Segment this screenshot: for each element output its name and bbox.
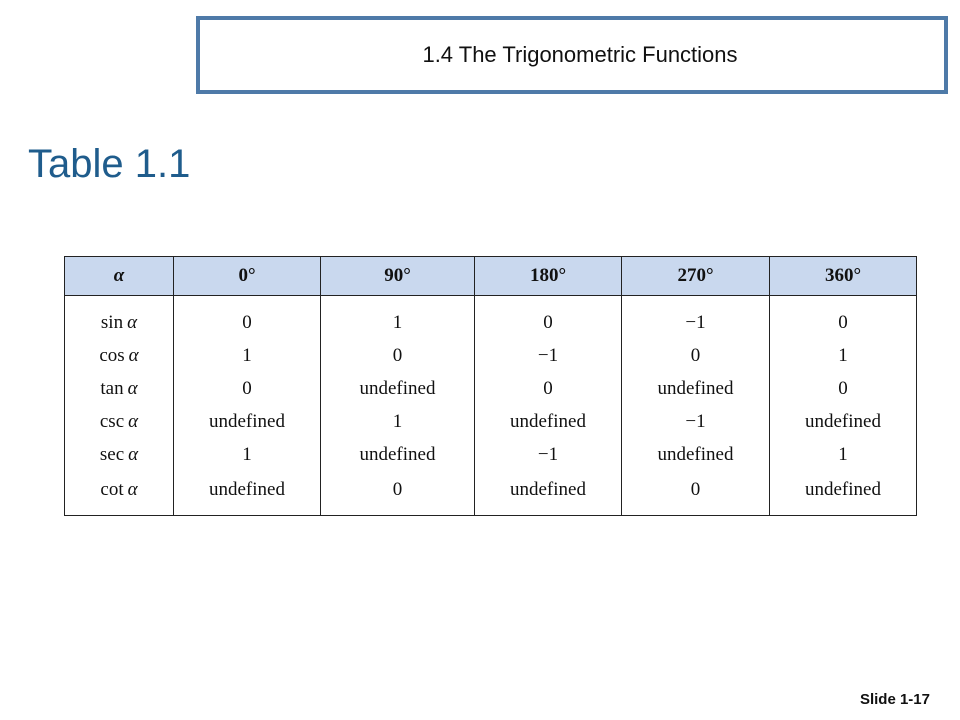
table-cell: 0 xyxy=(769,372,917,405)
slide-number: Slide 1-17 xyxy=(859,691,930,708)
table-cell: undefined xyxy=(173,405,321,438)
table-cell: 0 xyxy=(621,339,770,372)
table-cell: 1 xyxy=(769,438,917,471)
table-cell: undefined xyxy=(769,405,917,438)
table-cell: 1 xyxy=(173,438,321,471)
table-cell: 1 xyxy=(173,339,321,372)
table-cell: 1 xyxy=(320,405,475,438)
table-header: α 0° 90° 180° 270° 360° xyxy=(64,256,917,296)
table-cell: −1 xyxy=(474,438,622,471)
table-cell: undefined xyxy=(621,438,770,471)
table-cell: 0 xyxy=(621,471,770,516)
angle-variable: α xyxy=(127,479,138,500)
function-name: sin xyxy=(100,311,124,333)
table-cell: 0 xyxy=(474,372,622,405)
table-cell: 0 xyxy=(173,372,321,405)
table-cell: undefined xyxy=(173,471,321,516)
table-cell: undefined xyxy=(320,372,475,405)
column-header-angle: α xyxy=(64,256,174,296)
function-name: csc xyxy=(99,410,125,432)
table-cell: undefined xyxy=(474,471,622,516)
table-cell: undefined xyxy=(474,405,622,438)
header-title: 1.4 The Trigonometric Functions xyxy=(422,42,738,67)
header-box: 1.4 The Trigonometric Functions xyxy=(196,16,948,94)
column-header-90deg: 90° xyxy=(320,256,475,296)
table-cell: 1 xyxy=(320,295,475,339)
table-cell: 1 xyxy=(769,339,917,372)
column-header-270deg: 270° xyxy=(621,256,770,296)
function-name: tan xyxy=(100,377,124,399)
angle-variable: α xyxy=(128,443,139,465)
angle-variable: α xyxy=(127,311,138,333)
angle-variable: α xyxy=(128,344,139,366)
column-header-360deg: 360° xyxy=(769,256,917,296)
table-cell: undefined xyxy=(769,471,917,516)
function-name: sec xyxy=(99,443,125,465)
table-cell: 0 xyxy=(320,471,475,516)
table-cell: undefined xyxy=(320,438,475,471)
table-cell: 0 xyxy=(173,295,321,339)
angle-variable: α xyxy=(127,377,138,399)
table-cell: undefined xyxy=(621,372,770,405)
table-cell: 0 xyxy=(769,295,917,339)
table-cell: 0 xyxy=(474,295,622,339)
table-cell: 0 xyxy=(320,339,475,372)
table-cell: −1 xyxy=(621,295,770,339)
column-header-0deg: 0° xyxy=(173,256,321,296)
table-header-row: α 0° 90° 180° 270° 360° xyxy=(64,256,917,296)
angle-variable: α xyxy=(128,410,139,432)
function-name: cot xyxy=(100,479,124,500)
function-name: cos xyxy=(99,344,125,366)
slide-heading: Table 1.1 xyxy=(28,142,191,186)
table-cell: −1 xyxy=(474,339,622,372)
table-cell: −1 xyxy=(621,405,770,438)
column-header-180deg: 180° xyxy=(474,256,622,296)
